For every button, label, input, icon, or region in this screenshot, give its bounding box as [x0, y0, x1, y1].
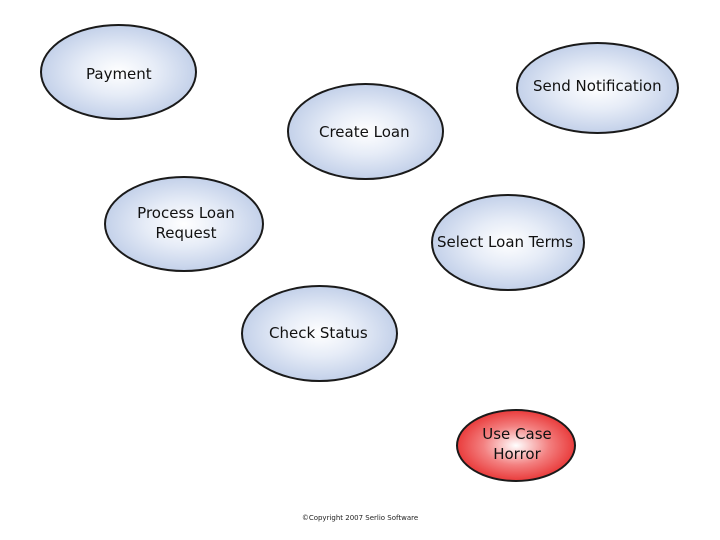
- use-case-send-notification[interactable]: Send Notification: [516, 42, 679, 134]
- use-case-label: Process Loan Request: [137, 204, 235, 242]
- use-case-label: Check Status: [269, 324, 368, 342]
- use-case-label: Use Case Horror: [482, 425, 552, 463]
- use-case-label: Create Loan: [319, 123, 410, 141]
- use-case-process-loan-request[interactable]: Process Loan Request: [104, 176, 264, 272]
- use-case-label: Send Notification: [533, 77, 662, 95]
- copyright-footer: ©Copyright 2007 Serlio Software: [301, 514, 419, 522]
- use-case-select-loan-terms[interactable]: Select Loan Terms: [431, 194, 585, 291]
- use-case-label: Payment: [86, 65, 152, 83]
- use-case-horror[interactable]: Use Case Horror: [456, 409, 576, 482]
- use-case-label: Select Loan Terms: [437, 233, 573, 251]
- use-case-payment[interactable]: Payment: [40, 24, 197, 120]
- use-case-check-status[interactable]: Check Status: [241, 285, 398, 382]
- use-case-create-loan[interactable]: Create Loan: [287, 83, 444, 180]
